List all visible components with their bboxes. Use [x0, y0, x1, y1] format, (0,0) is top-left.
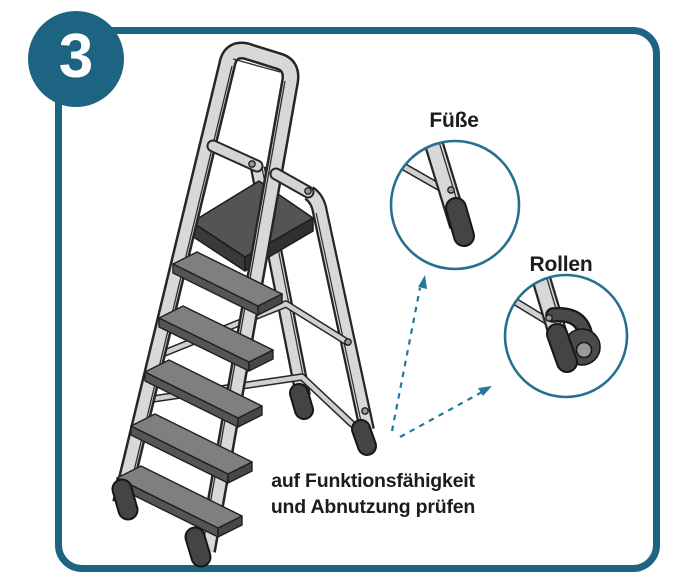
- step-number: 3: [58, 22, 94, 91]
- step-number-badge: 3: [28, 11, 124, 107]
- step-ladder-illustration: [111, 41, 377, 568]
- dashed-arrow-to-feet: [390, 275, 427, 432]
- rollers-detail-circle: [503, 273, 629, 399]
- rivets: [248, 160, 369, 415]
- rollers-callout-label: Rollen: [529, 253, 593, 276]
- inspection-caption: auf Funktionsfähigkeit und Abnutzung prü…: [238, 468, 508, 520]
- dashed-arrow-to-rollers: [399, 386, 492, 438]
- caption-line-1: auf Funktionsfähigkeit: [271, 470, 475, 492]
- feet-detail-circle: [389, 139, 521, 271]
- feet-callout-label: Füße: [429, 109, 479, 132]
- caption-line-2: und Abnutzung prüfen: [270, 496, 476, 518]
- ladder-steps: [116, 251, 283, 538]
- panel-border: [55, 27, 660, 572]
